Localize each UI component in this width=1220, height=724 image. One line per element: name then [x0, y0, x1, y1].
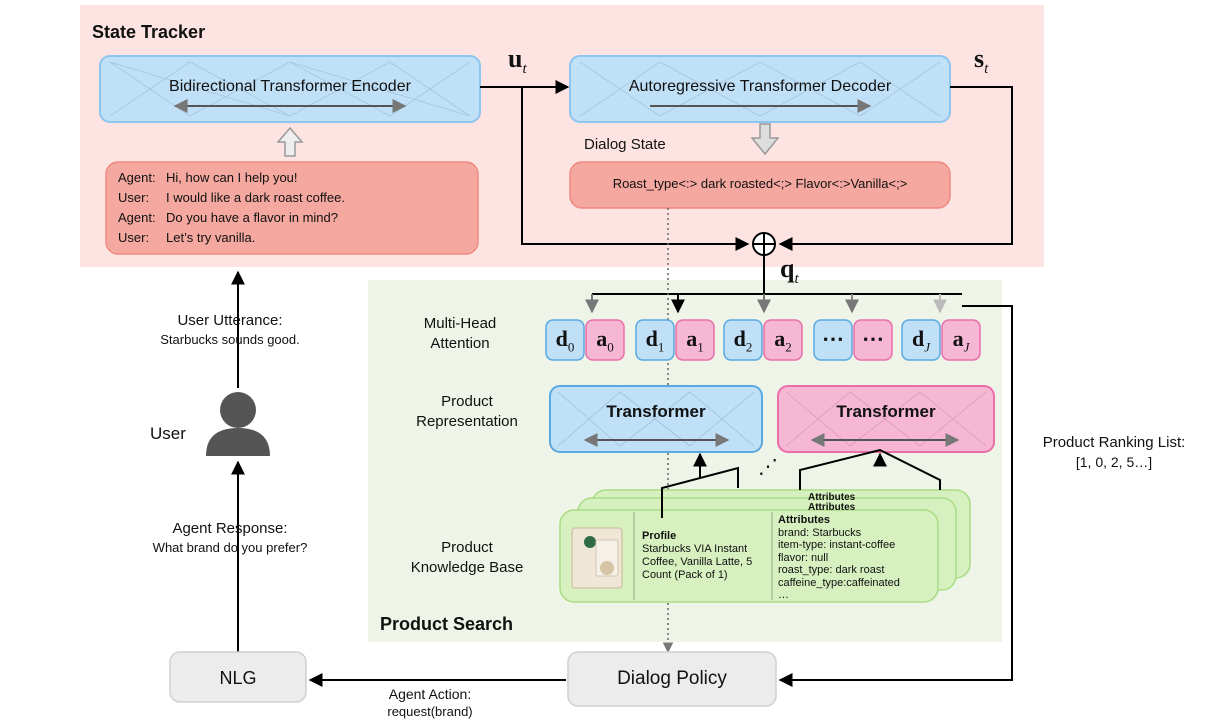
dialog-line: Agent:Hi, how can I help you!: [118, 170, 298, 185]
transformer-label-blue: Transformer: [606, 402, 706, 421]
s-symbol: st: [974, 44, 989, 78]
token-d2: d2: [733, 326, 753, 355]
agent-response-label: Agent Response:: [172, 520, 288, 537]
dialog-context: Agent:Hi, how can I help you! User:I wou…: [118, 168, 474, 248]
ranking-value: [1, 0, 2, 5…]: [1075, 454, 1153, 470]
attribute-item: caffeine_type:caffeinated: [778, 576, 900, 589]
mha-label: Multi-Head Attention: [423, 315, 497, 352]
attribute-item: …: [778, 589, 789, 601]
ellipsis-diagonal: ⋰: [758, 456, 778, 478]
kb-to-transformer-pink: [799, 448, 941, 490]
decoder-label: Autoregressive Transformer Decoder: [628, 78, 892, 95]
attribute-item: item-type: instant-coffee: [778, 539, 896, 551]
dialog-policy-label: Dialog Policy: [617, 668, 727, 689]
dialog-state-box: [569, 161, 951, 209]
kb-back-attr-heading: Attributes: [808, 492, 856, 503]
attribute-item: flavor: null: [778, 551, 829, 564]
user-utterance-label: User Utterance:: [177, 312, 283, 329]
dialog-state-value: Roast_type<:> dark roasted<;> Flavor<:>V…: [612, 176, 908, 191]
profile-text: Starbucks VIA Instant Coffee, Vanilla La…: [642, 543, 753, 581]
decoder-to-state-arrow: [750, 123, 780, 156]
kb-card-front: [559, 509, 939, 603]
kb-label: Product Knowledge Base: [410, 539, 524, 576]
oplus-symbol: [752, 232, 776, 256]
user-label: User: [150, 424, 186, 443]
token-aJ: aJ: [952, 326, 970, 355]
kb-attributes: Attributes brand: Starbucks item-type: i…: [778, 514, 936, 602]
transformer-box-pink: [777, 385, 995, 453]
user-utterance-value: Starbucks sounds good.: [160, 332, 300, 347]
token-ellipsis-d: ⋯: [822, 326, 844, 351]
profile-heading: Profile: [642, 530, 677, 542]
transformer-box-blue: [549, 385, 763, 453]
nlg-label: NLG: [219, 668, 257, 688]
token-d1: d1: [645, 326, 665, 355]
kb-profile: Profile Starbucks VIA Instant Coffee, Va…: [642, 530, 766, 582]
encoder-box: [99, 55, 481, 123]
ranking-label: Product Ranking List:: [1042, 434, 1186, 451]
token-a1: a1: [686, 326, 704, 355]
encoder-label: Bidirectional Transformer Encoder: [169, 78, 411, 95]
attributes-heading: Attributes: [778, 514, 830, 526]
token-ellipsis-a: ⋯: [862, 326, 884, 351]
product-repr-label: Product Representation: [416, 393, 518, 430]
ranking-to-policy-line: [778, 305, 1013, 687]
u-to-oplus-line: [521, 87, 750, 251]
s-to-oplus-line: [778, 86, 1013, 251]
dialog-line: Agent:Do you have a flavor in mind?: [118, 210, 338, 225]
q-symbol: qt: [780, 254, 799, 288]
dialog-line: User:I would like a dark roast coffee.: [118, 190, 345, 205]
u-symbol: ut: [508, 44, 527, 78]
dialog-state-label: Dialog State: [584, 136, 666, 153]
token-dJ: dJ: [911, 326, 931, 355]
state-tracker-title: State Tracker: [92, 22, 206, 42]
token-d0: d0: [555, 326, 575, 355]
agent-action-value: request(brand): [387, 704, 473, 719]
dialog-context-box: [105, 161, 479, 255]
user-icon: [206, 392, 270, 456]
dialog-line: User:Let’s try vanilla.: [118, 230, 256, 245]
kb-back-attr-heading-2: Attributes: [808, 502, 856, 513]
token-row: [545, 319, 981, 361]
decoder-box: [569, 55, 951, 123]
context-to-encoder-arrow: [276, 126, 304, 157]
agent-response-value: What brand do you prefer?: [152, 540, 308, 555]
token-a0: a0: [596, 326, 614, 355]
product-image: [571, 527, 623, 589]
transformer-label-pink: Transformer: [836, 402, 936, 421]
attribute-item: brand: Starbucks: [778, 526, 862, 539]
attribute-item: roast_type: dark roast: [778, 564, 885, 576]
nlg-box: [169, 651, 307, 703]
token-a2: a2: [774, 326, 792, 355]
agent-action-label: Agent Action:: [388, 686, 472, 702]
product-search-title: Product Search: [380, 614, 514, 634]
dialog-policy-box: [567, 651, 777, 707]
